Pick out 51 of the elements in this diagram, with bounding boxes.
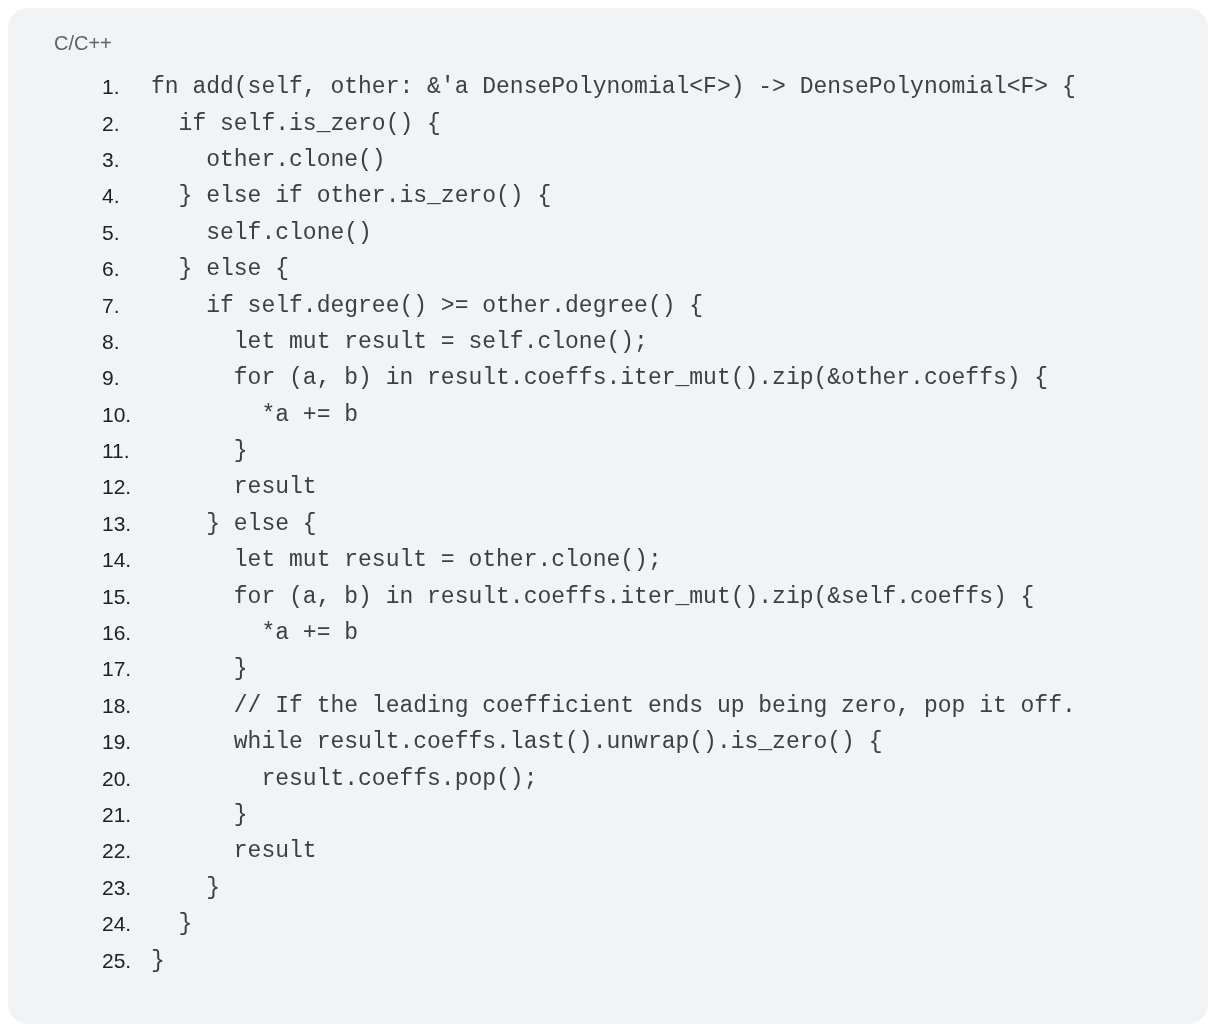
line-number: 6. — [102, 257, 120, 282]
line-number: 4. — [102, 184, 120, 209]
code-line: } else { — [177, 256, 290, 283]
code-line: } — [232, 802, 248, 828]
code-line: other.clone() — [205, 146, 386, 173]
code-line: } else if other.is_zero() { — [177, 183, 552, 210]
line-number: 15. — [102, 584, 132, 609]
code-line: for (a, b) in result.coeffs.iter_mut().zip(&other.coeffs) { — [232, 365, 1049, 392]
line-number: 5. — [102, 220, 120, 245]
line-number: 21. — [102, 803, 132, 827]
code-line: *a += b — [260, 620, 359, 647]
line-number: 3. — [102, 147, 120, 172]
line-number: 11. — [102, 439, 130, 464]
code-line: while result.coeffs.last().unwrap().is_zero() { — [232, 729, 883, 756]
line-number: 17. — [102, 657, 132, 682]
code-line: // If the leading coefficient ends up being zero, pop it off. — [232, 692, 1076, 719]
code-line: } — [232, 656, 248, 683]
code-line: } — [205, 874, 220, 901]
code-line: result — [232, 474, 317, 501]
line-number: 1. — [102, 75, 120, 100]
code-line: } — [177, 911, 193, 938]
language-label: C/C++ — [54, 32, 112, 55]
code-line: result — [232, 838, 317, 865]
line-number: 7. — [102, 293, 120, 318]
line-number: 8. — [102, 329, 120, 354]
line-number: 13. — [102, 511, 132, 536]
line-number: 14. — [102, 548, 132, 573]
line-number: 25. — [102, 948, 132, 973]
line-number: 22. — [102, 839, 132, 864]
code-line: let mut result = other.clone(); — [232, 547, 662, 574]
code-line: *a += b — [260, 401, 359, 428]
line-number: 19. — [102, 730, 132, 755]
code-line: result.coeffs.pop(); — [260, 765, 538, 792]
line-number: 2. — [102, 111, 120, 136]
code-line: } — [232, 438, 248, 465]
code-line: fn add(self, other: &'a DensePolynomial<F>) -> DensePolynomial<F> { — [151, 74, 1076, 101]
code-line: let mut result = self.clone(); — [232, 328, 648, 355]
line-number: 9. — [102, 366, 120, 391]
line-number: 24. — [102, 912, 132, 937]
code-line: self.clone() — [205, 219, 372, 246]
line-number: 10. — [102, 402, 132, 427]
line-number: 18. — [102, 693, 132, 718]
code-line: if self.degree() >= other.degree() { — [205, 292, 704, 319]
line-number: 20. — [102, 766, 132, 791]
code-line: } — [151, 947, 165, 974]
line-number: 23. — [102, 875, 132, 900]
line-number: 12. — [102, 475, 132, 500]
code-line: for (a, b) in result.coeffs.iter_mut().zip(&self.coeffs) { — [232, 583, 1035, 610]
code-line: } else { — [205, 510, 317, 537]
line-number: 16. — [102, 621, 132, 646]
code-line: if self.is_zero() { — [177, 110, 441, 137]
